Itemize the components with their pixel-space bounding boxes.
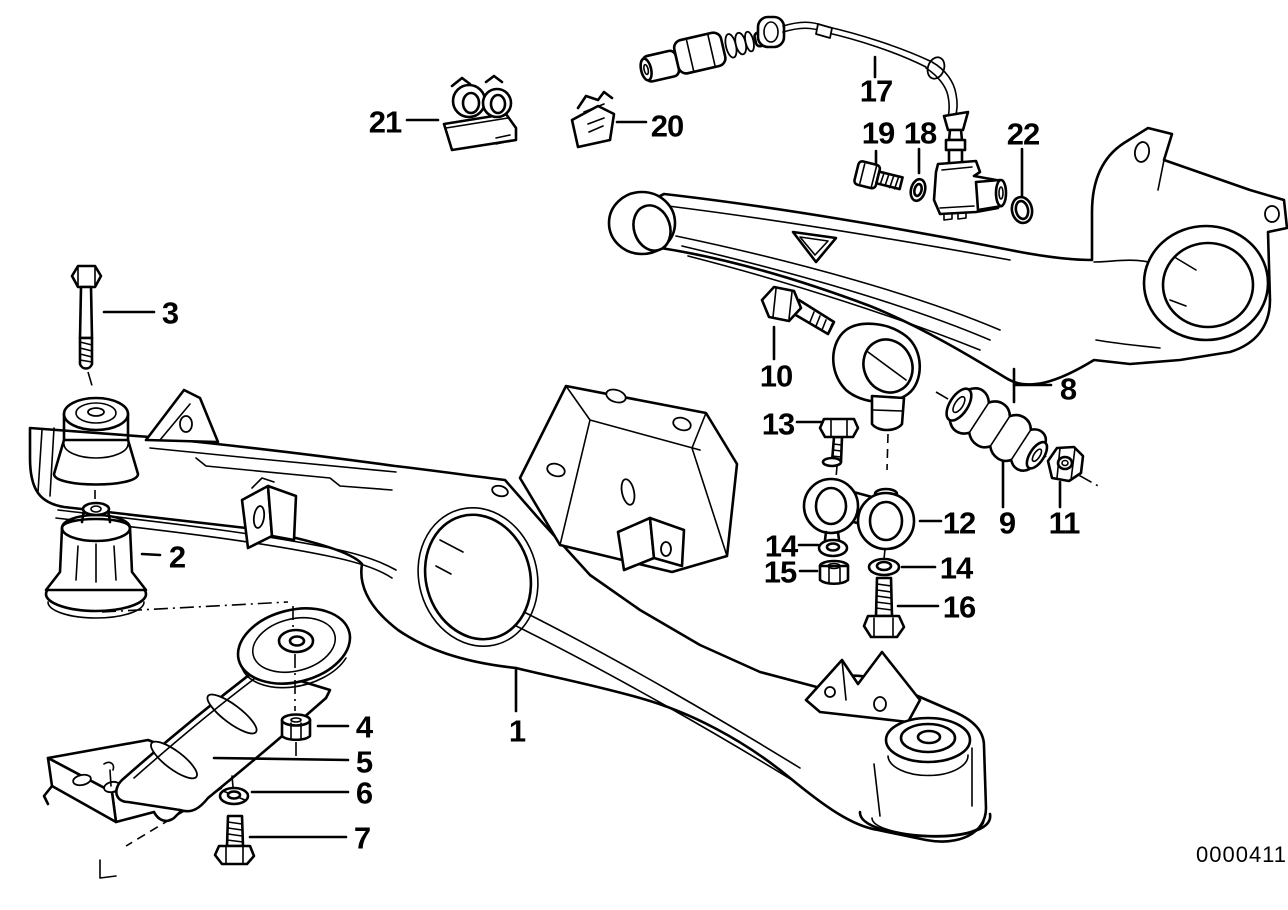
- part-number-13: 13: [761, 406, 795, 442]
- part-number-5: 5: [355, 744, 373, 780]
- part-number-11: 11: [1048, 505, 1081, 541]
- part-number-6: 6: [355, 775, 373, 811]
- support-arm-drawing: [42, 601, 352, 879]
- part-number-17: 17: [859, 73, 893, 109]
- leader-line-2: [140, 552, 162, 557]
- part-number-7: 7: [353, 820, 371, 856]
- part-number-20: 20: [650, 108, 684, 144]
- part-number-10: 10: [759, 358, 793, 394]
- part-number-22: 22: [1006, 116, 1040, 152]
- part-number-9: 9: [998, 505, 1016, 541]
- bolt-10-drawing: [760, 285, 836, 336]
- part-number-12: 12: [942, 505, 976, 541]
- part-number-1: 1: [508, 713, 526, 749]
- clip-20-drawing: [570, 90, 616, 149]
- axle-carrier-drawing: [28, 384, 992, 843]
- bushing-9-drawing: [935, 387, 1101, 488]
- part-number-8: 8: [1059, 371, 1077, 407]
- part-number-4: 4: [355, 709, 373, 745]
- holder-21-drawing: [442, 74, 518, 152]
- part-number-3: 3: [161, 295, 179, 331]
- bushing-2-drawing: [44, 501, 148, 619]
- abs-sensor-cable-drawing: [639, 15, 1034, 225]
- part-number-2: 2: [168, 539, 186, 575]
- link-12-drawing: [802, 417, 916, 639]
- part-number-19: 19: [861, 115, 895, 151]
- part-number-16: 16: [942, 589, 976, 625]
- bolt-19-washer-18-drawing: [853, 160, 927, 203]
- leader-line-5: [212, 756, 350, 762]
- bolt-3-drawing: [70, 264, 103, 505]
- part-number-15: 15: [763, 554, 797, 590]
- part-number-14: 14: [939, 550, 973, 586]
- part-number-14: 14: [764, 528, 798, 564]
- document-number: 00004116: [1196, 842, 1288, 867]
- leader-lines: [102, 55, 1062, 839]
- part-number-18: 18: [903, 115, 937, 151]
- part-number-21: 21: [368, 104, 402, 140]
- trailing-arm-drawing: [607, 126, 1288, 471]
